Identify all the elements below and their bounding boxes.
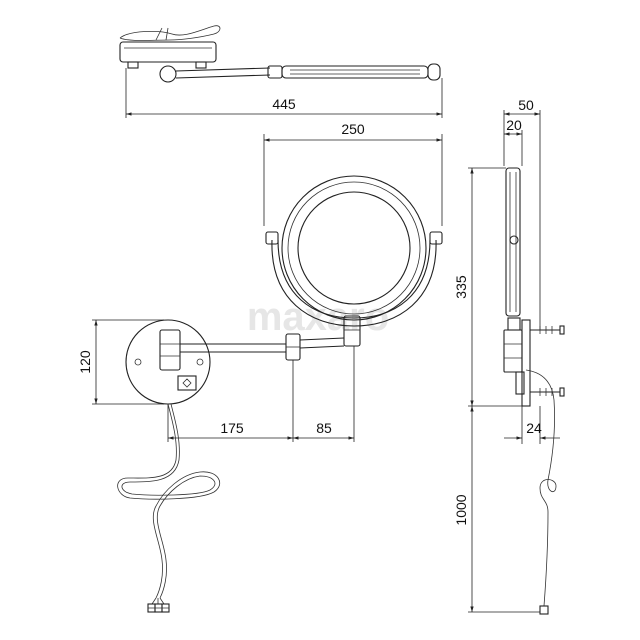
top-wall-plate (119, 41, 217, 63)
cable-connector (147, 597, 170, 613)
mirror-yoke (271, 239, 437, 327)
top-cable-loop (119, 25, 221, 41)
dim-hinge-offset: 85 (316, 420, 332, 436)
switch-icon (182, 378, 192, 388)
dim-wall-plate-height: 120 (77, 350, 93, 374)
dim-overall-length: 445 (272, 96, 296, 112)
side-wall-plate (521, 319, 531, 407)
dim-mount-depth: 24 (526, 420, 542, 436)
dim-arm-length: 175 (220, 420, 244, 436)
side-mirror-profile (505, 167, 521, 317)
side-cable-plug (539, 605, 549, 615)
left-pivot (265, 231, 279, 245)
dim-cable-length: 1000 (453, 494, 469, 525)
dim-side-depth: 50 (518, 97, 534, 113)
side-view: 50 20 335 (453, 97, 565, 615)
right-pivot (429, 231, 443, 245)
top-arm-joint (159, 65, 177, 83)
mirror-glass (297, 191, 411, 305)
top-mirror-edge (281, 65, 429, 79)
top-view: 445 (119, 25, 443, 118)
side-cable (525, 369, 557, 607)
mirror-outer-ring (281, 175, 427, 321)
dim-frame-depth: 20 (506, 117, 522, 133)
side-arm-block (503, 329, 523, 373)
mirror-hinge (343, 315, 361, 347)
power-cable (117, 403, 220, 599)
arm-base-block (159, 329, 181, 371)
dim-side-height: 335 (453, 275, 469, 299)
wall-screws (530, 325, 565, 397)
front-view: 250 120 (77, 121, 443, 613)
switch (177, 375, 197, 391)
dim-mirror-diameter: 250 (341, 121, 365, 137)
